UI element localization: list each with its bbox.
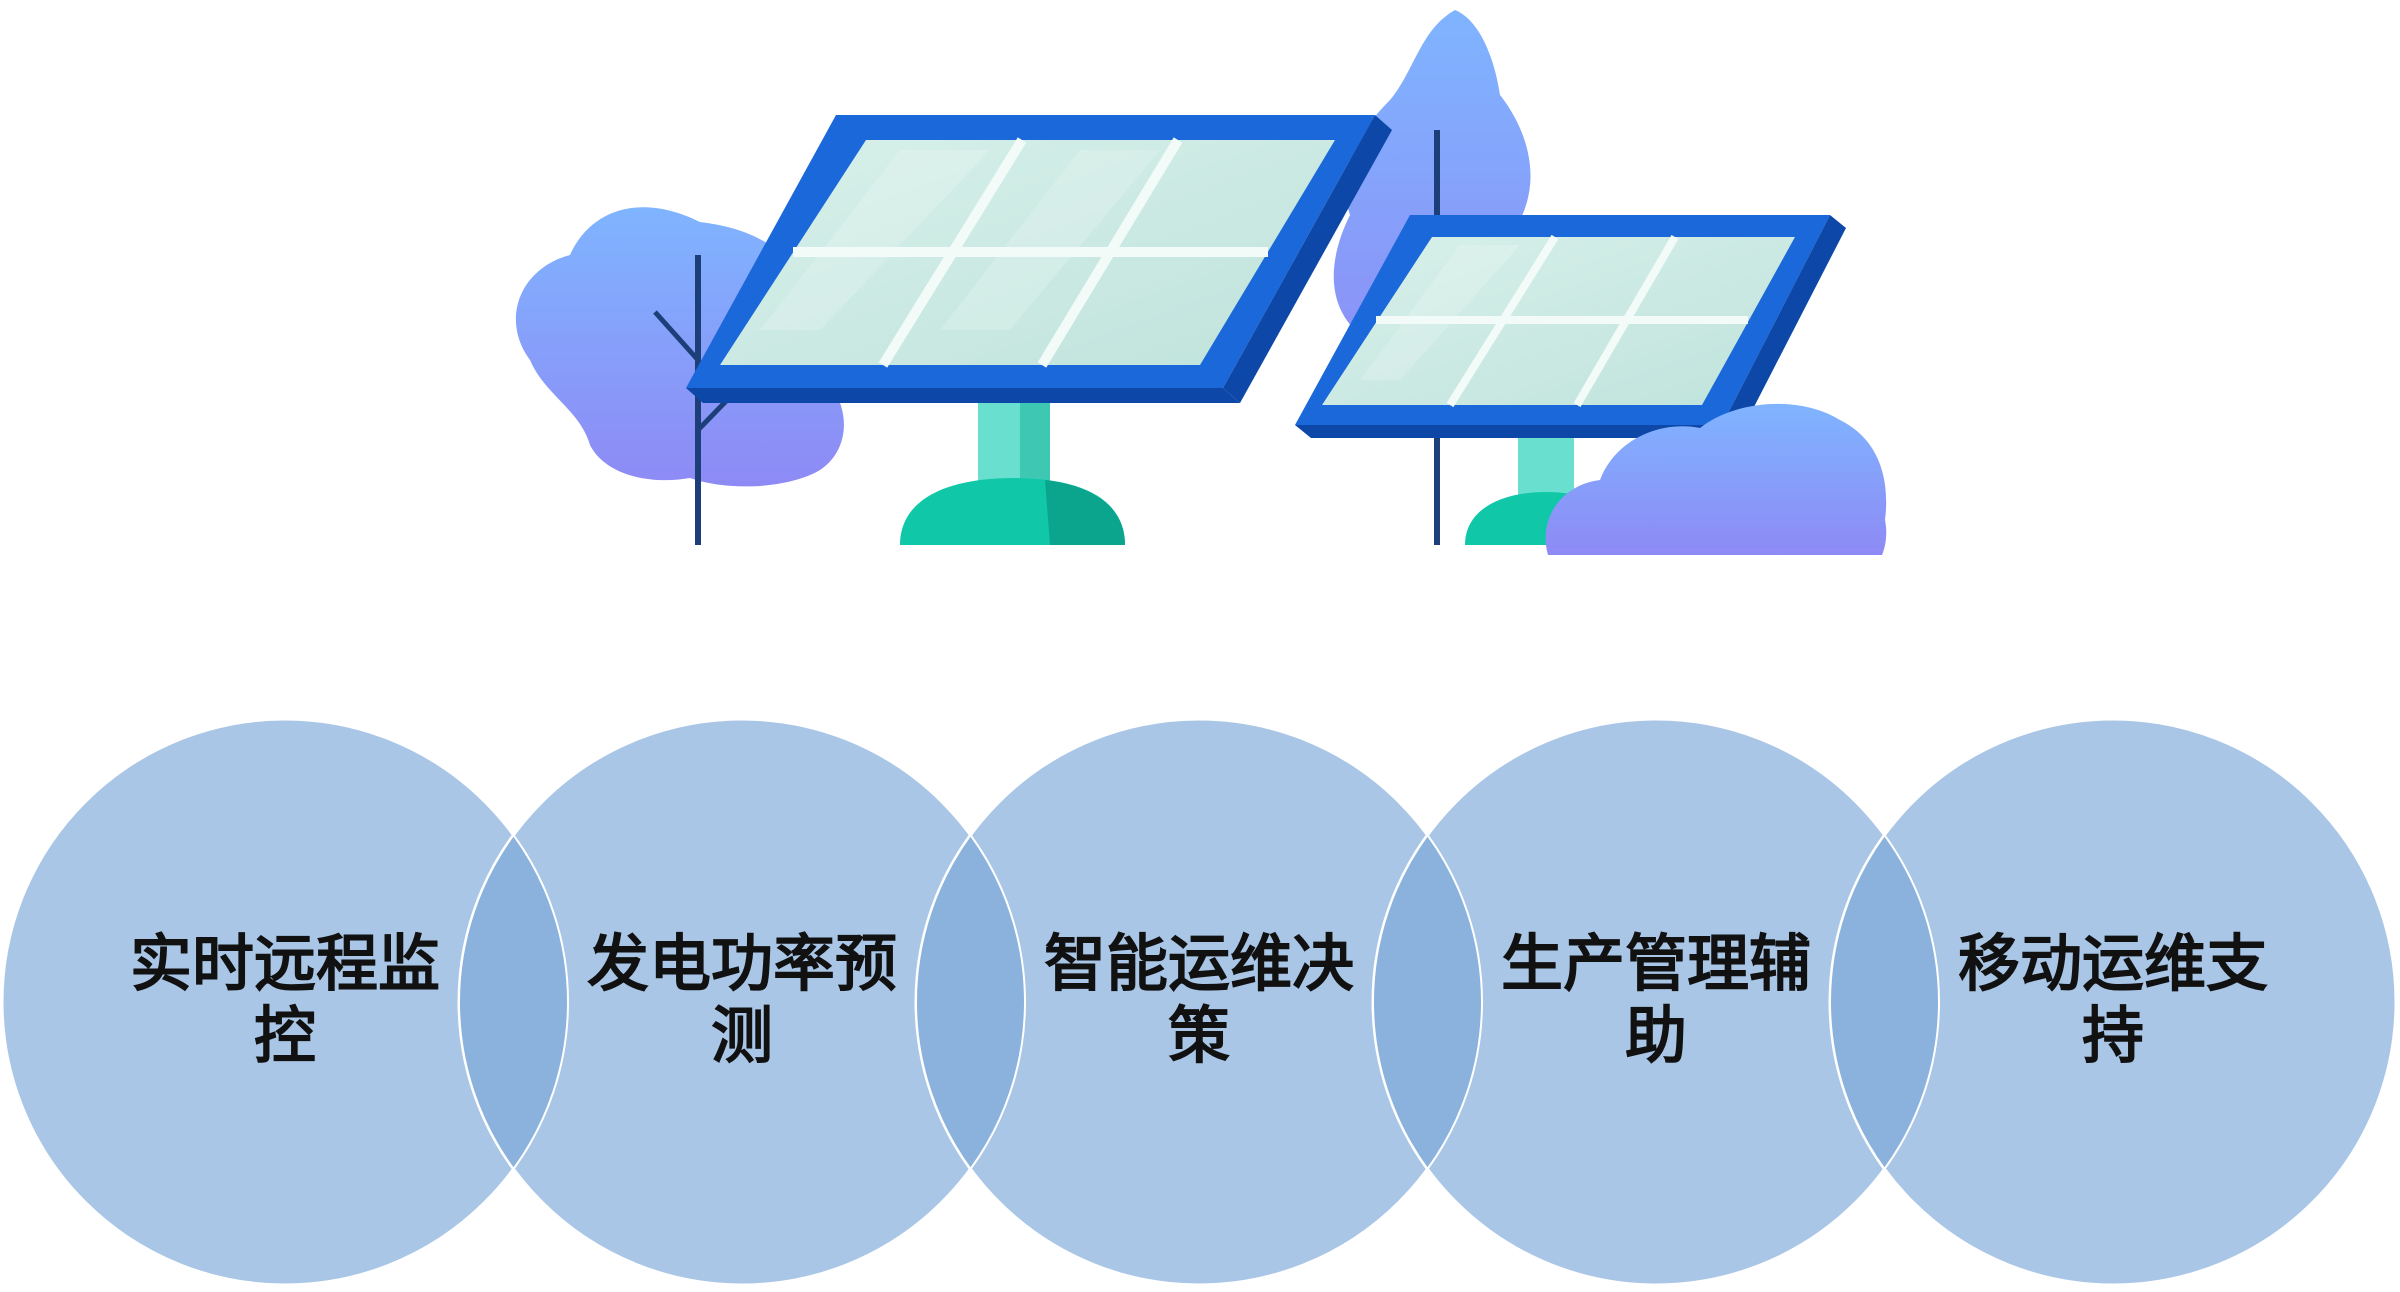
feature-label-line2: 控: [254, 999, 316, 1072]
circle-overlap: [1829, 833, 1940, 1171]
circle-overlap: [915, 833, 1026, 1171]
solar-panels-illustration: [515, 10, 1887, 555]
feature-item: 发电功率预 测: [587, 927, 897, 1072]
feature-circles: 实时远程监 控 发电功率预 测 智能运维决 策 生产管理辅 助 移动运维支 持: [0, 717, 2398, 1287]
right-solar-panel-icon: [1295, 215, 1846, 438]
feature-item: 生产管理辅 助: [1501, 927, 1811, 1072]
feature-label-line1: 智能运维决: [1044, 927, 1354, 1000]
feature-label-line2: 持: [2082, 999, 2144, 1072]
feature-label-line1: 发电功率预: [587, 927, 897, 1000]
feature-label-line1: 实时远程监: [130, 927, 440, 1000]
feature-label-line2: 助: [1625, 999, 1687, 1072]
circle-overlap: [458, 833, 569, 1171]
feature-label-line1: 生产管理辅: [1501, 927, 1811, 1000]
left-solar-panel-icon: [686, 115, 1392, 403]
overlaps-layer: [458, 833, 1940, 1171]
feature-label-line2: 策: [1168, 999, 1230, 1072]
feature-label-line2: 测: [711, 999, 773, 1072]
feature-label-line1: 移动运维支: [1958, 927, 2268, 1000]
feature-item: 智能运维决 策: [1044, 927, 1354, 1072]
circles-layer: [0, 717, 2398, 1287]
feature-item: 实时远程监 控: [130, 927, 440, 1072]
left-panel-stand-icon: [900, 390, 1125, 545]
feature-item: 移动运维支 持: [1958, 927, 2268, 1072]
bush-icon: [1545, 403, 1887, 555]
labels-layer: 实时远程监 控 发电功率预 测 智能运维决 策 生产管理辅 助 移动运维支 持: [130, 927, 2268, 1072]
circle-overlap: [1372, 833, 1483, 1171]
